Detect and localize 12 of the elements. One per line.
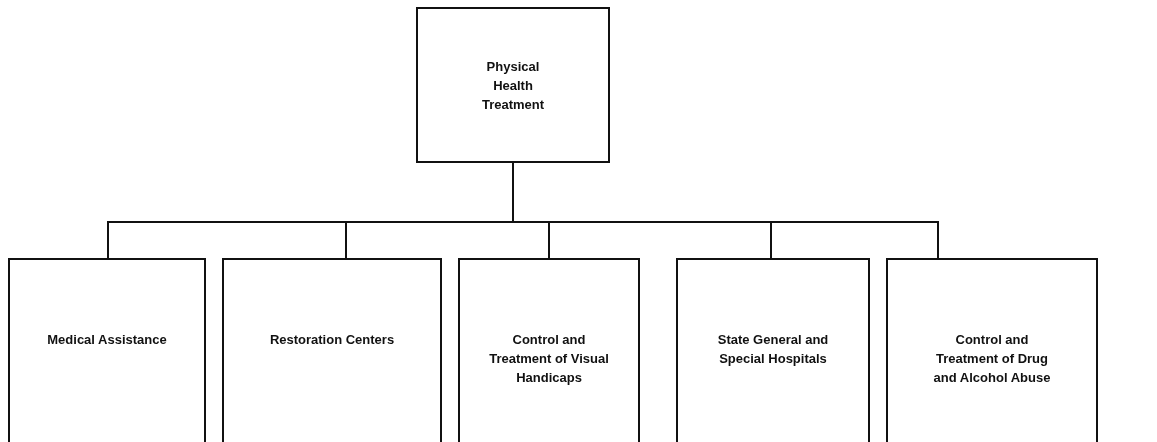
- box-label: Restoration Centers: [269, 331, 395, 349]
- org-box: [676, 258, 870, 442]
- org-box: [886, 258, 1098, 442]
- org-box: [8, 258, 206, 442]
- box-label: Control and Treatment of Drug and Alcohol Abuse: [932, 331, 1052, 387]
- org-box: [222, 258, 442, 442]
- org-box: [458, 258, 640, 442]
- org-box: [416, 7, 610, 163]
- box-label: Medical Assistance: [47, 331, 167, 349]
- box-label: State General and Special Hospitals: [716, 331, 830, 368]
- box-label: Control and Treatment of Visual Handicaps: [489, 331, 609, 387]
- box-label: Physical Health Treatment: [480, 57, 546, 114]
